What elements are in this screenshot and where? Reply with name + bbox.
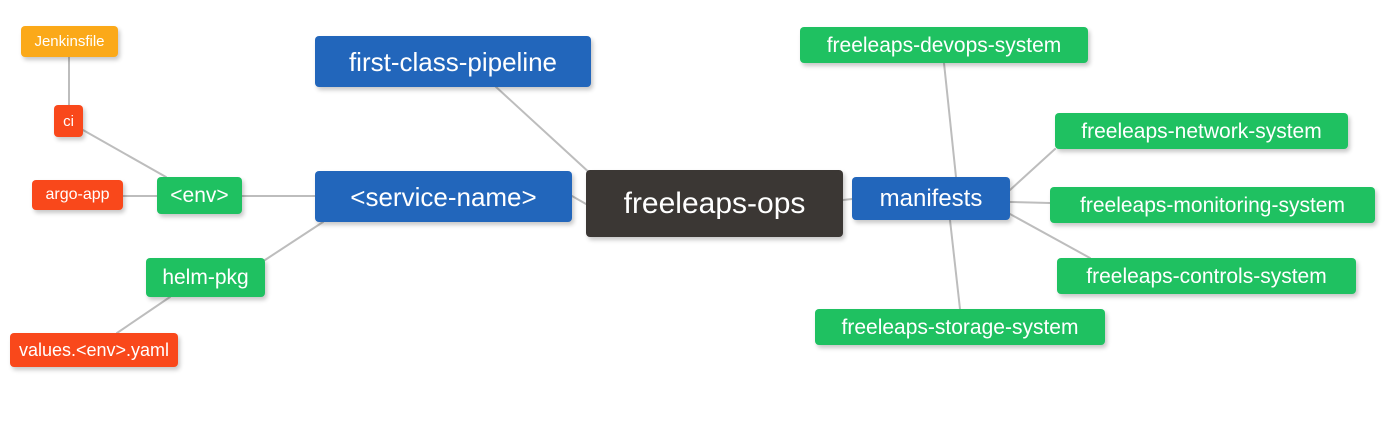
node-freeleaps-devops-system[interactable]: freeleaps-devops-system [800,27,1088,63]
edge-freeleaps-ops-to-manifests [842,198,853,201]
node-label-argo-app: argo-app [45,186,110,203]
edge-manifests-to-freeleaps-devops-system [943,62,957,178]
node-label-first-class-pipeline: first-class-pipeline [348,46,558,77]
edge-env-to-ci [82,129,167,178]
node-label-jenkinsfile: Jenkinsfile [34,33,105,50]
edge-freeleaps-ops-to-service-name [571,195,587,205]
node-manifests[interactable]: manifests [852,177,1010,220]
node-freeleaps-storage-system[interactable]: freeleaps-storage-system [815,309,1105,345]
node-label-freeleaps-controls-system: freeleaps-controls-system [1086,264,1327,288]
node-label-freeleaps-ops: freeleaps-ops [623,186,806,220]
node-label-freeleaps-devops-system: freeleaps-devops-system [826,33,1062,57]
node-label-ci: ci [63,112,74,130]
node-label-helm-pkg: helm-pkg [162,266,249,289]
node-first-class-pipeline[interactable]: first-class-pipeline [315,36,591,87]
node-freeleaps-monitoring-system[interactable]: freeleaps-monitoring-system [1050,187,1375,223]
node-freeleaps-controls-system[interactable]: freeleaps-controls-system [1057,258,1356,294]
node-ci[interactable]: ci [54,105,83,137]
node-label-freeleaps-storage-system: freeleaps-storage-system [841,315,1079,339]
edge-service-name-to-helm-pkg [264,221,324,261]
edge-manifests-to-freeleaps-monitoring-system [1009,201,1051,204]
edge-manifests-to-freeleaps-controls-system [1009,213,1091,259]
node-label-freeleaps-monitoring-system: freeleaps-monitoring-system [1080,193,1345,217]
node-label-service-name: <service-name> [350,181,537,212]
node-label-env: <env> [170,184,229,207]
edge-freeleaps-ops-to-first-class-pipeline [494,85,593,176]
edge-manifests-to-freeleaps-network-system [1009,148,1056,191]
edge-helm-pkg-to-values-env-yaml [116,296,171,334]
node-freeleaps-ops[interactable]: freeleaps-ops [586,170,843,237]
node-argo-app[interactable]: argo-app [32,180,123,210]
node-jenkinsfile[interactable]: Jenkinsfile [21,26,118,57]
node-freeleaps-network-system[interactable]: freeleaps-network-system [1055,113,1348,149]
node-label-freeleaps-network-system: freeleaps-network-system [1081,119,1322,143]
edge-manifests-to-freeleaps-storage-system [949,219,961,310]
node-values-env-yaml[interactable]: values.<env>.yaml [10,333,178,367]
node-label-manifests: manifests [879,184,983,212]
node-env[interactable]: <env> [157,177,242,214]
node-service-name[interactable]: <service-name> [315,171,572,222]
node-helm-pkg[interactable]: helm-pkg [146,258,265,297]
node-label-values-env-yaml: values.<env>.yaml [18,340,170,360]
